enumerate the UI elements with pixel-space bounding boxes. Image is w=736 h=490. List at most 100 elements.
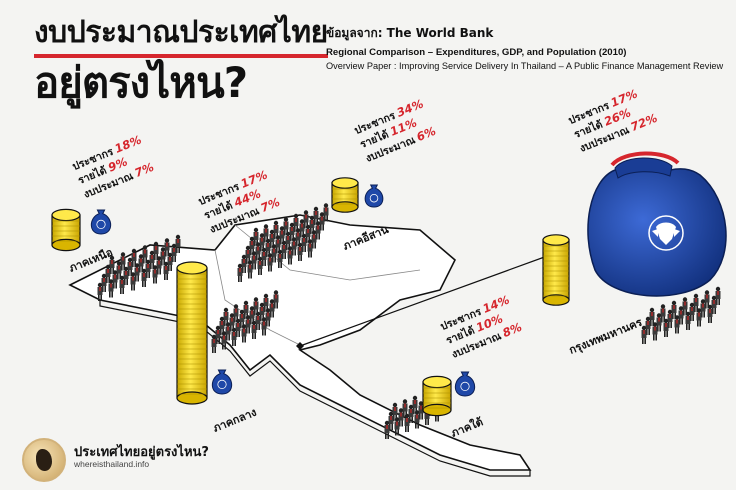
brand-logo-icon <box>22 438 66 482</box>
person-icon <box>241 324 247 343</box>
person-icon <box>231 327 237 346</box>
brand-name: ประเทศไทยอยู่ตรงไหน? <box>74 445 209 460</box>
coin-stack-icon <box>176 261 208 405</box>
person-icon <box>257 256 263 275</box>
money-bag-icon <box>211 369 233 395</box>
person-icon <box>715 286 721 305</box>
person-icon <box>656 313 662 332</box>
person-icon <box>273 290 279 309</box>
person-icon <box>271 244 277 263</box>
money-bag-icon <box>364 184 384 208</box>
person-icon <box>682 297 688 316</box>
person-icon <box>711 295 717 314</box>
person-icon <box>693 293 699 312</box>
person-icon <box>649 307 655 326</box>
person-icon <box>251 251 257 270</box>
person-icon <box>319 212 325 231</box>
person-icon <box>394 417 400 436</box>
person-icon <box>388 411 394 430</box>
person-icon <box>689 302 695 321</box>
person-icon <box>152 265 158 284</box>
money-bag-icon <box>90 209 112 235</box>
source-label: ข้อมูลจาก: The World Bank <box>326 26 494 40</box>
person-icon <box>704 290 710 309</box>
bangkok-marker <box>296 342 304 350</box>
person-icon <box>221 331 227 350</box>
coin-stack-icon <box>331 177 359 213</box>
person-icon <box>404 413 410 432</box>
person-icon <box>142 245 148 264</box>
person-icon <box>164 238 170 257</box>
person-icon <box>130 272 136 291</box>
person-icon <box>138 254 144 273</box>
person-icon <box>109 255 115 274</box>
person-icon <box>131 248 137 267</box>
person-icon <box>119 275 125 294</box>
person-icon <box>145 259 151 278</box>
person-icon <box>247 260 253 279</box>
person-icon <box>215 325 221 344</box>
person-icon <box>418 401 424 420</box>
person-icon <box>384 420 390 439</box>
person-icon <box>171 243 177 262</box>
person-icon <box>269 299 275 318</box>
person-icon <box>678 306 684 325</box>
person-icon <box>311 230 317 249</box>
person-icon <box>700 299 706 318</box>
title-block: งบประมาณประเทศไทย อยู่ตรงไหน? <box>34 14 328 108</box>
person-icon <box>149 250 155 269</box>
coin-stack-icon <box>422 375 452 417</box>
person-icon <box>255 311 261 330</box>
person-icon <box>315 221 321 240</box>
person-icon <box>291 237 297 256</box>
person-icon <box>261 247 267 266</box>
person-icon <box>141 268 147 287</box>
person-icon <box>167 252 173 271</box>
person-icon <box>251 320 257 339</box>
source-line-2: Overview Paper : Improving Service Deliv… <box>326 61 724 71</box>
source-block: ข้อมูลจาก: The World Bank Regional Compa… <box>326 24 726 71</box>
person-icon <box>265 308 271 327</box>
person-icon <box>116 261 122 280</box>
person-icon <box>160 247 166 266</box>
source-line-1: Regional Comparison – Expenditures, GDP,… <box>326 47 627 58</box>
person-icon <box>134 263 140 282</box>
person-icon <box>175 234 181 253</box>
person-icon <box>261 317 267 336</box>
coin-stacks <box>51 177 570 417</box>
person-icon <box>287 246 293 265</box>
person-icon <box>323 203 329 222</box>
person-icon <box>660 304 666 323</box>
person-icon <box>163 261 169 280</box>
person-icon <box>398 408 404 427</box>
person-icon <box>225 322 231 341</box>
person-icon <box>297 242 303 261</box>
person-icon <box>707 304 713 323</box>
person-icon <box>414 410 420 429</box>
person-icon <box>652 322 658 341</box>
person-icon <box>674 315 680 334</box>
person-icon <box>235 318 241 337</box>
person-icon <box>211 334 217 353</box>
page-title: งบประมาณประเทศไทย <box>34 14 328 58</box>
person-icon <box>277 249 283 268</box>
brand-url[interactable]: whereisthailand.info <box>74 459 150 469</box>
person-icon <box>97 282 103 301</box>
person-icon <box>237 263 243 282</box>
person-icon <box>667 309 673 328</box>
person-icon <box>241 254 247 273</box>
person-icon <box>108 279 114 298</box>
person-icon <box>120 252 126 271</box>
coin-stack-icon <box>542 234 570 306</box>
person-icon <box>267 253 273 272</box>
person-icon <box>645 316 651 335</box>
person-icon <box>156 256 162 275</box>
person-icon <box>245 315 251 334</box>
person-icon <box>101 273 107 292</box>
person-icon <box>281 240 287 259</box>
person-icon <box>127 257 133 276</box>
person-icon <box>301 233 307 252</box>
person-icon <box>123 266 129 285</box>
